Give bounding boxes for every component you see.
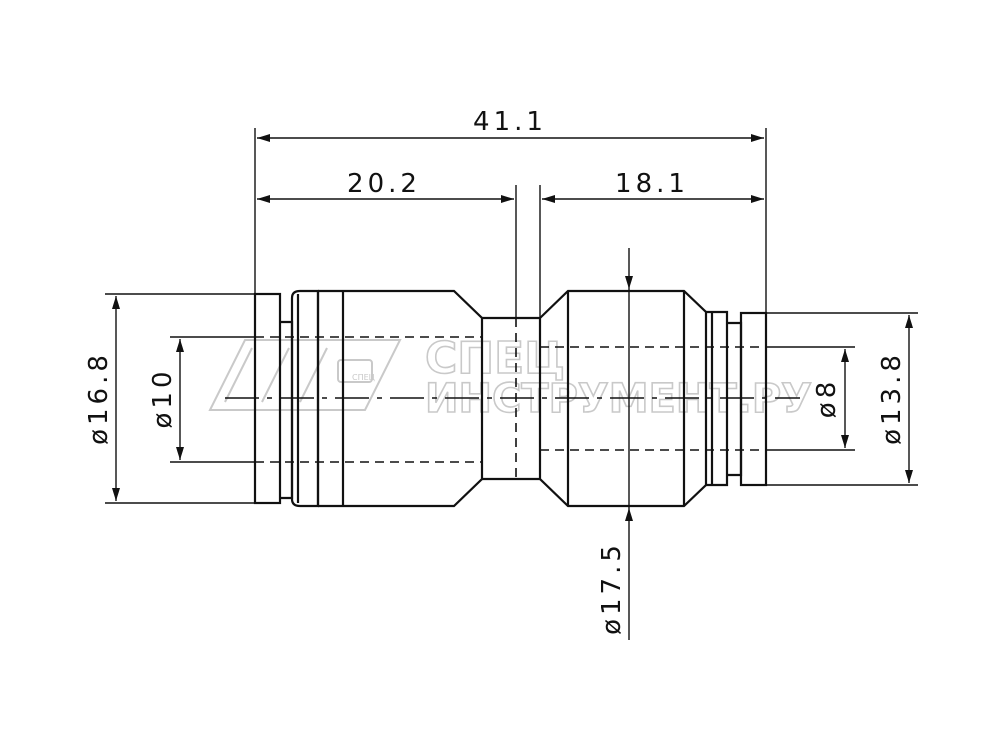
dimension-labels: 41.1 20.2 18.1 ø16.8 ø10 ø8 ø13.8 ø17.5 [84,107,907,635]
label-left-length: 20.2 [347,169,421,199]
label-body-diameter: ø17.5 [597,541,627,635]
watermark-line2: ИНСТРУМЕНТ.РУ [425,376,812,422]
label-left-outer-diameter: ø16.8 [84,351,114,445]
extension-lines [105,128,918,504]
label-right-outer-diameter: ø13.8 [877,351,907,445]
center-neck [482,316,540,481]
label-overall-length: 41.1 [473,107,547,137]
watermark-logo [208,339,402,411]
watermark-small-text: СПЕЦ [352,373,375,382]
watermark: СПЕЦ ИНСТРУМЕНТ.РУ СПЕЦ [208,332,813,423]
watermark-line1: СПЕЦ [425,333,565,384]
label-right-tube-diameter: ø8 [812,378,842,418]
right-release-collar [739,311,768,487]
label-right-length: 18.1 [615,169,689,199]
label-left-tube-diameter: ø10 [148,368,178,429]
dimension-lines [112,134,913,640]
